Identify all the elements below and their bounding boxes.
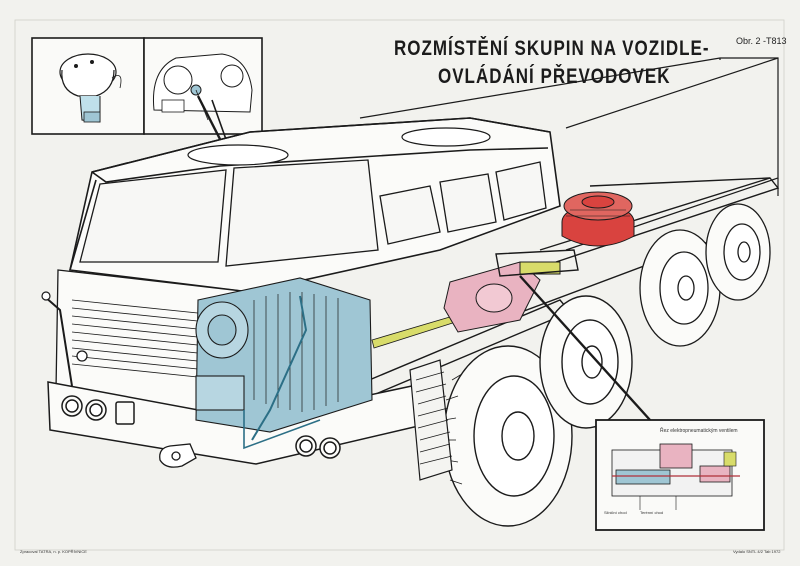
rear-wheel-2: [705, 203, 771, 301]
side-skirt: [409, 359, 453, 481]
sheet-border: [14, 19, 785, 551]
mirror-knob: [41, 291, 51, 301]
drive-shaft: [371, 313, 463, 349]
title-line-1: ROZMÍSTĚNÍ SKUPIN NA VOZIDLE-: [394, 36, 710, 60]
footer-imprint: Vydalo SNTL 4/2 Tab 1972: [733, 549, 781, 554]
control-cable: [251, 295, 308, 441]
footer-publisher: Zpracoval TATRA, n. p. KOPŘIVNICE: [20, 549, 87, 554]
engine: [195, 277, 373, 450]
front-wheel-1: [443, 345, 573, 527]
gear-lever-inset: [31, 37, 145, 135]
tow-hook: [159, 443, 197, 468]
rear-wheel-1: [639, 229, 721, 347]
front-wheel-2: [539, 295, 633, 429]
dashboard-inset: [143, 37, 263, 135]
air-cleaner: [561, 191, 635, 247]
inset-label-right: Terénní chod: [640, 510, 664, 515]
figure-reference: Obr. 2 -T813: [736, 36, 787, 46]
side-skirt-ribs: [415, 371, 453, 465]
roof-hatch-rear: [401, 127, 491, 147]
inset-caption: Řez elektropneumatickým ventilem: [660, 428, 738, 434]
title-line-2: OVLÁDÁNÍ PŘEVODOVEK: [438, 64, 671, 88]
cab-windows: [79, 159, 547, 267]
roof-hatch-front: [187, 144, 289, 166]
inset-label-left: Silniční chod: [604, 510, 627, 515]
pointer-line-valve: [519, 275, 651, 421]
valve-location-box: [495, 249, 579, 277]
valve-section-inset: [595, 419, 765, 531]
mirror-arm: [43, 295, 73, 387]
gearbox: [443, 261, 561, 333]
